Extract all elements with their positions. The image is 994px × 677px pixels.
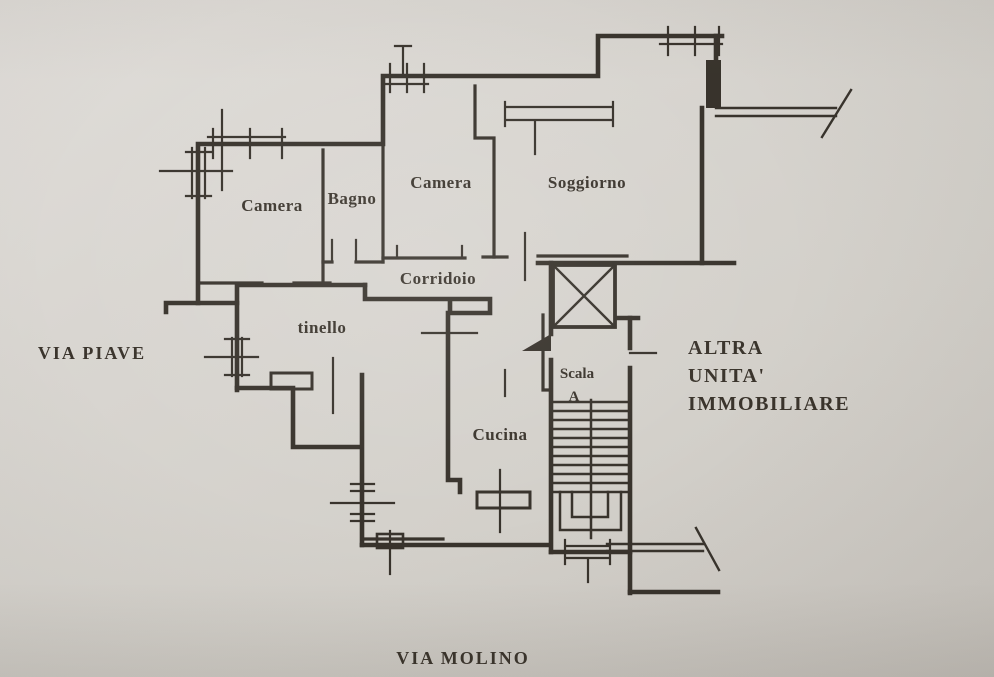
adjacent-unit-label-line3: IMMOBILIARE: [688, 393, 850, 415]
camera-left-outline-wall: [195, 33, 725, 306]
elevator-x-icon: [551, 263, 617, 329]
bay-north-window: [658, 25, 724, 57]
room-label-camera-left: Camera: [241, 196, 303, 215]
southwest-wall-window-ticks: [329, 482, 396, 523]
kitchen-south-window-box: [475, 490, 532, 510]
entrance-door-leaf: [522, 334, 551, 351]
soggiorno-inner-window-band: [503, 100, 615, 156]
balcony-railings: [605, 88, 853, 572]
interior-walls: [196, 84, 629, 541]
door-jambs-and-ticks: [220, 44, 658, 398]
camera-center-bottom-wall: [381, 255, 509, 260]
camera-center-north-window: [383, 62, 430, 94]
bagno-door-jambs: [330, 238, 358, 264]
roof-reference-tick: [393, 44, 413, 78]
stair-landing-lines: [558, 490, 623, 540]
kitchen-left-wall: [445, 310, 463, 495]
elevator-shaft-walls: [551, 263, 617, 329]
camera-left-north-window: [206, 127, 287, 160]
bay-corner-pillar: [706, 60, 721, 108]
camera-soggiorno-divider-wall: [473, 84, 496, 259]
room-label-soggiorno: Soggiorno: [548, 173, 626, 192]
exterior-walls: [163, 33, 737, 596]
room-label-corridoio: Corridoio: [400, 269, 476, 288]
elevator-shaft: [551, 263, 617, 329]
adjacent-unit-label-line2: UNITA': [688, 365, 766, 387]
east-balcony-railing: [714, 106, 838, 118]
room-label-tinello: tinello: [298, 318, 347, 337]
window-symbols: [158, 25, 724, 584]
east-balcony-cut-mark: [820, 88, 853, 139]
south-balcony-cut-mark: [694, 526, 721, 572]
street-label-south: VIA MOLINO: [396, 648, 530, 668]
tinello-south-window-box: [269, 371, 314, 391]
south-balcony-railing: [605, 542, 705, 553]
tinello-outline-wall: [234, 282, 368, 393]
soggiorno-right-wall: [699, 105, 737, 266]
corridor-bottom-wall: [362, 282, 493, 316]
tinello-bottom-step-wall: [234, 385, 363, 450]
west-facade-stub-wall: [163, 300, 240, 315]
room-label-camera-center: Camera: [410, 173, 472, 192]
adjacent-unit-label-line1: ALTRA: [688, 337, 764, 359]
stairwell-label-line1: Scala: [560, 366, 595, 382]
camera-left-west-window: [158, 146, 234, 200]
camera-center-door-jambs: [395, 244, 464, 260]
street-label-west: VIA PIAVE: [38, 343, 146, 363]
stairwell-label-line2: A: [569, 389, 580, 405]
room-label-cucina: Cucina: [473, 425, 528, 444]
labels: Camera Bagno Camera Soggiorno Corridoio …: [38, 173, 850, 668]
tinello-west-window: [203, 336, 260, 378]
room-label-bagno: Bagno: [328, 189, 377, 208]
stairwell-south-window: [563, 538, 612, 584]
staircase: [551, 398, 631, 540]
